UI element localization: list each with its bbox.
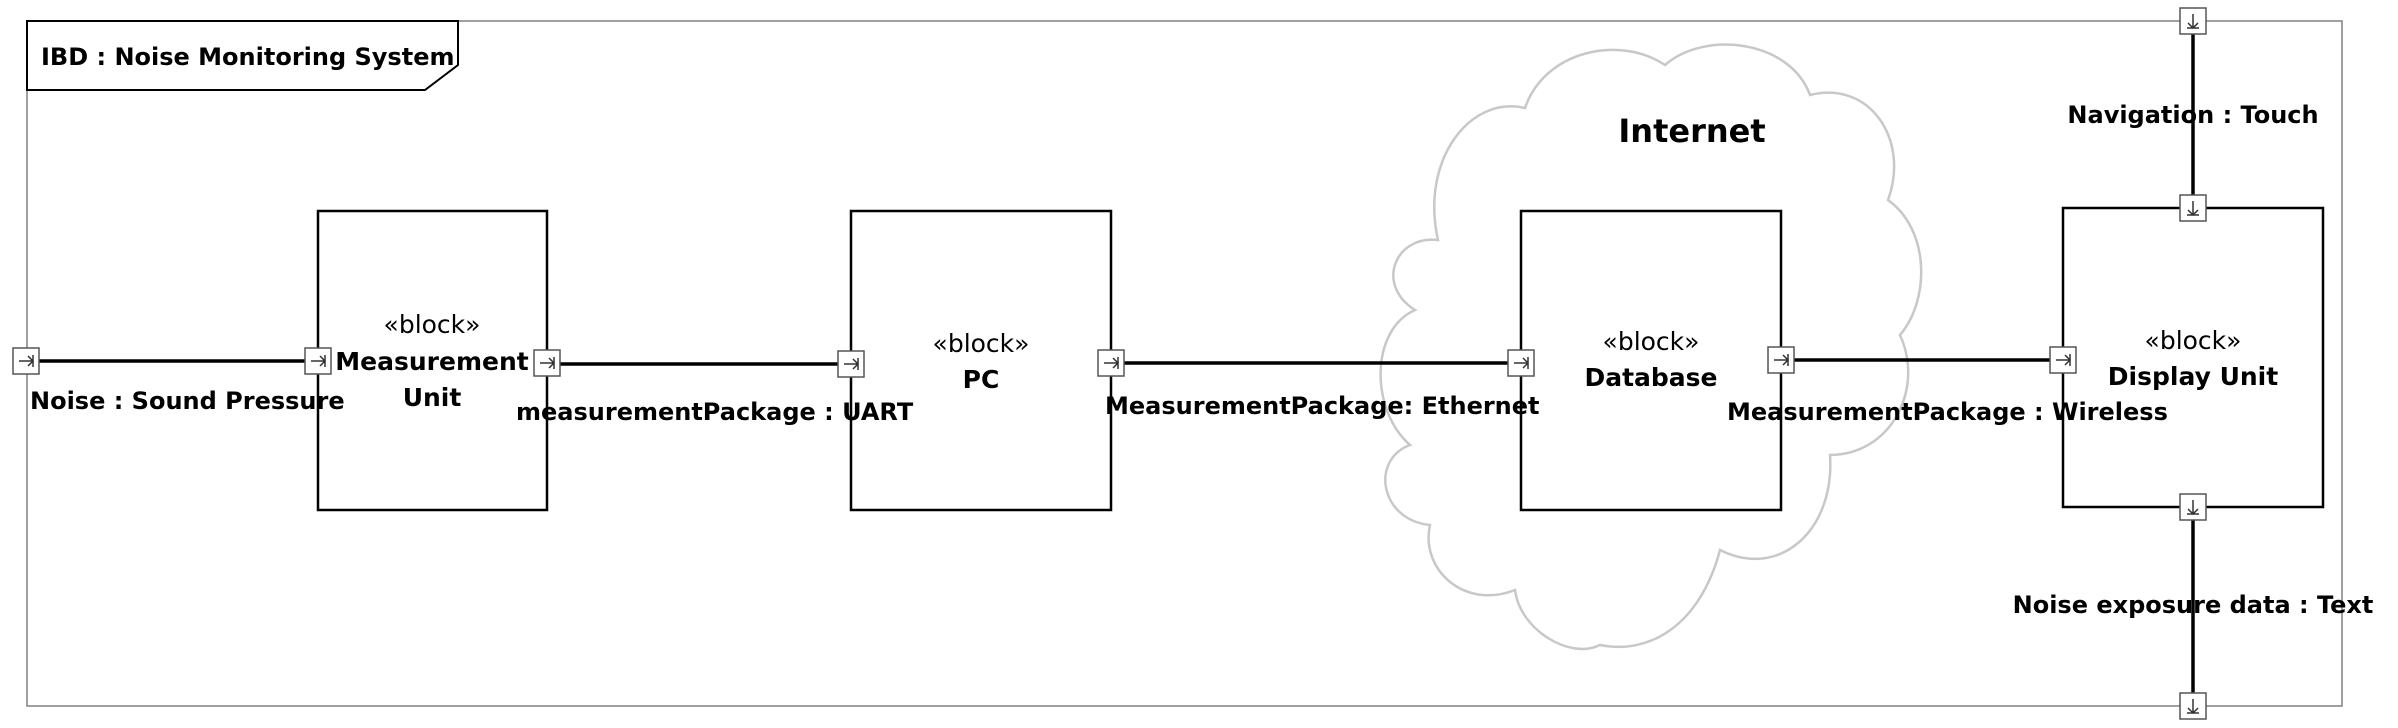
port-display-unit-navigation[interactable] [2179, 194, 2207, 222]
database-box [1519, 209, 1783, 512]
display-unit-stereotype: «block» [2145, 326, 2242, 355]
port-pc-in[interactable] [837, 350, 865, 378]
port-display-unit-in[interactable] [2049, 346, 2077, 374]
frame-header-tab [26, 20, 459, 91]
block-measurement-unit[interactable]: «block» Measurement Unit [316, 209, 549, 512]
block-database[interactable]: «block» Database [1519, 209, 1783, 512]
database-stereotype: «block» [1603, 327, 1700, 356]
port-exposure-output-frame[interactable] [2179, 692, 2207, 720]
label-noise-input: Noise : Sound Pressure [30, 387, 345, 415]
label-navigation: Navigation : Touch [2067, 101, 2318, 129]
port-display-unit-exposure[interactable] [2179, 493, 2207, 521]
label-ethernet: MeasurementPackage: Ethernet [1105, 392, 1540, 420]
pc-stereotype: «block» [933, 329, 1030, 358]
measurement-unit-name-line1: Measurement [335, 347, 528, 376]
port-measurement-unit-in[interactable] [304, 347, 332, 375]
port-database-out[interactable] [1767, 346, 1795, 374]
display-unit-name: Display Unit [2108, 362, 2278, 391]
port-navigation-frame[interactable] [2179, 7, 2207, 35]
measurement-unit-box [316, 209, 549, 512]
port-measurement-unit-out[interactable] [533, 349, 561, 377]
label-wireless: MeasurementPackage : Wireless [1727, 398, 2168, 426]
measurement-unit-name-line2: Unit [403, 383, 462, 412]
pc-box [849, 209, 1113, 512]
cloud-label: Internet [1618, 112, 1765, 150]
display-unit-box [2061, 206, 2325, 509]
measurement-unit-stereotype: «block» [384, 310, 481, 339]
port-noise-input-frame[interactable] [12, 347, 40, 375]
pc-name: PC [963, 365, 1000, 394]
port-database-in[interactable] [1507, 349, 1535, 377]
frame-title: IBD : Noise Monitoring System [41, 43, 454, 71]
label-uart: measurementPackage : UART [516, 398, 914, 426]
block-display-unit[interactable]: «block» Display Unit [2061, 206, 2325, 509]
label-exposure-output: Noise exposure data : Text [2013, 591, 2374, 619]
port-pc-out[interactable] [1097, 349, 1125, 377]
block-pc[interactable]: «block» PC [849, 209, 1113, 512]
database-name: Database [1584, 363, 1717, 392]
